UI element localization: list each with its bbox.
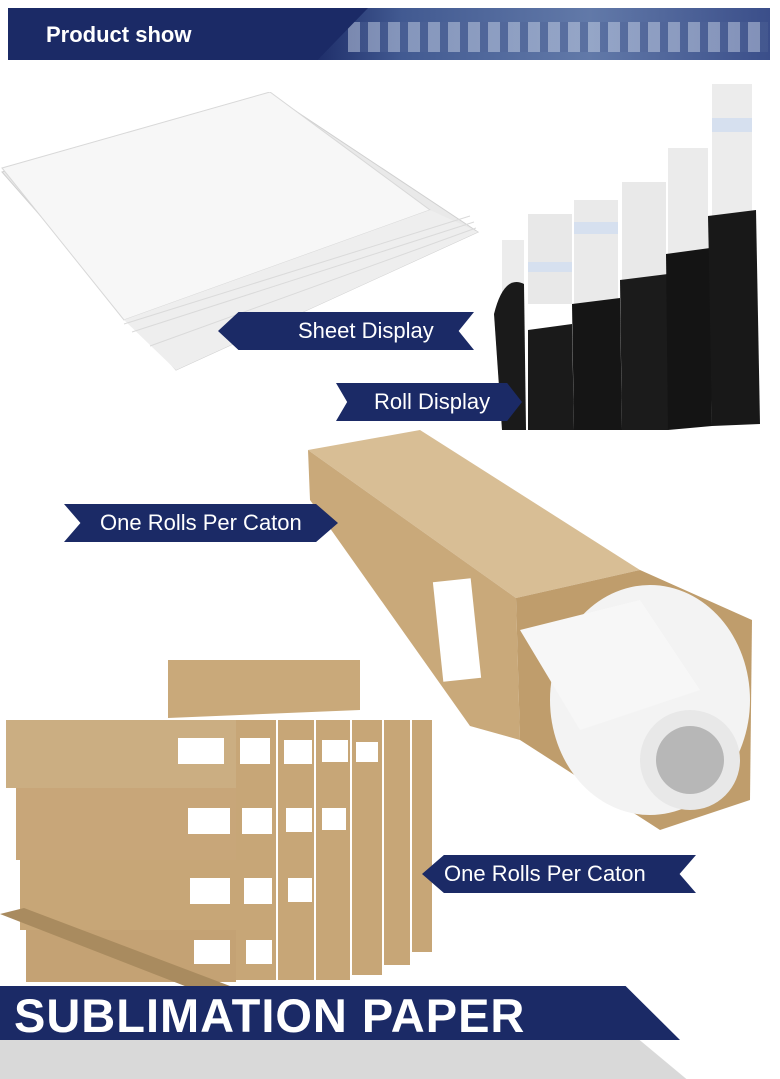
pallet-cartons-image xyxy=(0,660,432,988)
label-roll-display-text: Roll Display xyxy=(374,389,491,414)
header-bar: Product show xyxy=(8,8,770,60)
sheet-stack-image xyxy=(1,92,480,371)
footer-gray-band xyxy=(0,1040,687,1079)
header-background-photo xyxy=(308,8,770,60)
label-sheet-display-text: Sheet Display xyxy=(298,318,434,343)
carton-box-image xyxy=(308,430,752,830)
banner-title: SUBLIMATION PAPER xyxy=(14,989,526,1042)
header-stripe xyxy=(8,8,368,60)
page-title: Product show xyxy=(46,22,192,47)
label-roll-display: Roll Display xyxy=(336,383,522,421)
label-one-roll-top: One Rolls Per Caton xyxy=(64,504,338,542)
bottom-banner xyxy=(0,986,680,1040)
roll-display-image xyxy=(494,84,760,430)
label-one-roll-top-text: One Rolls Per Caton xyxy=(100,510,302,535)
label-one-roll-bottom: One Rolls Per Caton xyxy=(422,855,696,893)
label-sheet-display: Sheet Display xyxy=(218,312,474,350)
label-one-roll-bottom-text: One Rolls Per Caton xyxy=(444,861,646,886)
